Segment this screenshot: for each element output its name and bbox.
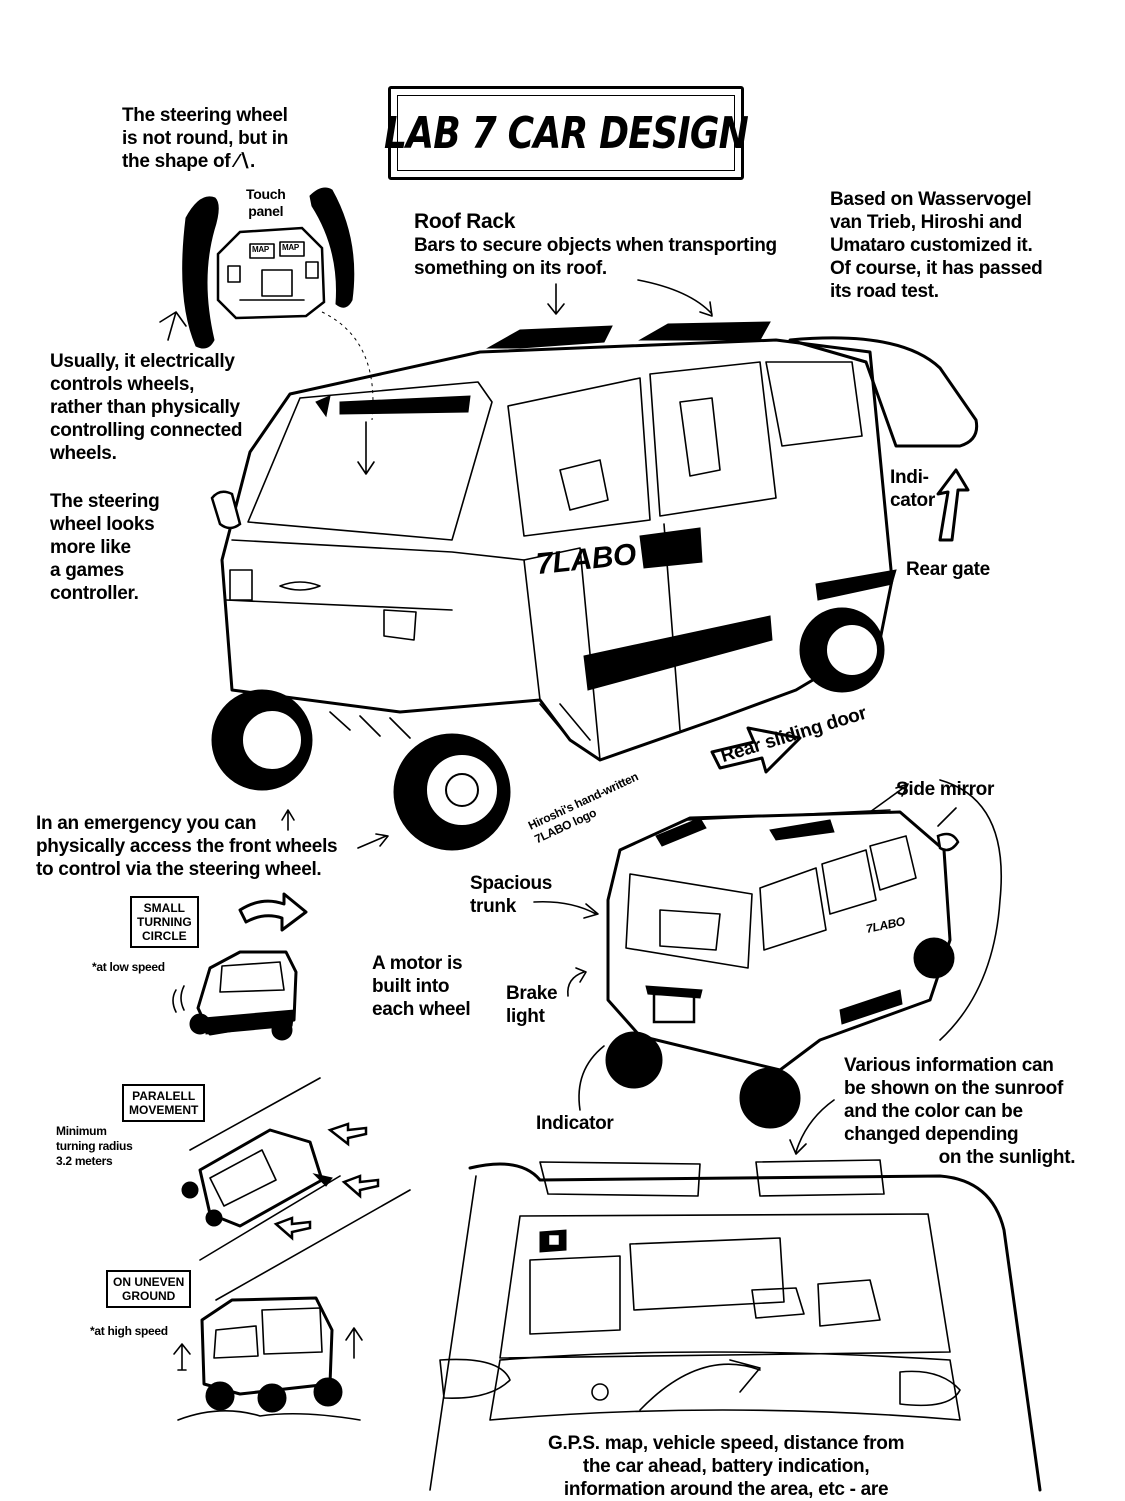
title-box: LAB 7 CAR DESIGN	[384, 86, 749, 180]
leader-line	[578, 1045, 605, 1111]
spacious-trunk-label: Spacious trunk	[470, 873, 553, 917]
arrow-right-outline-icon	[710, 726, 802, 774]
arrow-up-outline-icon	[936, 468, 970, 542]
steering-wheel-illustration	[182, 187, 355, 349]
arrow-down-icon	[547, 283, 565, 315]
games-controller-note: The steering wheel looks more like a gam…	[50, 491, 160, 604]
emergency-note: In an emergency you can physically acces…	[36, 813, 338, 880]
uneven-ground-note: *at high speed	[90, 1324, 168, 1338]
side-mirror-label: Side mirror	[896, 779, 995, 800]
rear-car-illustration	[605, 809, 960, 1129]
arrow-curve-icon	[789, 1099, 835, 1155]
car-logo-text: 7LABO	[534, 537, 638, 582]
small-turning-note: *at low speed	[92, 960, 165, 974]
leader-line	[939, 779, 1002, 1041]
arrow-up-icon	[281, 809, 295, 831]
sunroof-note: Various information can be shown on the …	[844, 1055, 1076, 1168]
parallel-movement-box: PARALELL MOVEMENT	[122, 1084, 206, 1122]
parallel-car-illustration	[181, 1077, 411, 1301]
uneven-ground-box: ON UNEVEN GROUND	[106, 1270, 192, 1308]
motor-note: A motor is built into each wheel	[372, 953, 471, 1020]
roof-rack-description: Bars to secure objects when transporting…	[414, 235, 777, 279]
arrow-curve-icon	[637, 279, 713, 317]
arrow-curve-icon	[567, 967, 587, 997]
arrow-up-icon	[159, 311, 187, 341]
arrow-curve-icon	[533, 900, 599, 919]
touch-panel-label: Touch panel	[246, 186, 286, 219]
indicator-top-label: Indi- cator	[890, 467, 935, 511]
arrow-right-icon	[357, 833, 389, 849]
turning-car-illustration	[172, 892, 308, 1041]
indicator-bottom-label: Indicator	[536, 1113, 614, 1134]
arrow-down-icon	[357, 421, 375, 475]
gps-note: G.P.S. map, vehicle speed, distance from…	[548, 1433, 905, 1500]
leader-line	[937, 807, 957, 827]
arrow-right-icon	[869, 783, 909, 813]
small-turning-circle-box: SMALL TURNING CIRCLE	[130, 896, 199, 948]
wheel-control-note: Usually, it electrically controls wheels…	[50, 351, 243, 464]
interior-view-illustration	[429, 1159, 1042, 1492]
page-title: LAB 7 CAR DESIGN	[383, 107, 749, 159]
roof-rack-title: Roof Rack	[414, 210, 516, 233]
based-on-note: Based on Wasservogel van Trieb, Hiroshi …	[830, 189, 1043, 302]
brake-light-label: Brake light	[506, 983, 558, 1027]
steering-button-1: MAP	[252, 245, 269, 254]
rear-gate-label: Rear gate	[906, 559, 990, 580]
steering-shape-note: The steering wheel is not round, but in …	[122, 105, 289, 172]
steering-button-2: MAP	[282, 243, 299, 252]
parallel-movement-note: Minimum turning radius 3.2 meters	[56, 1124, 133, 1168]
uneven-car-illustration	[173, 1296, 363, 1421]
main-car-illustration	[210, 321, 979, 851]
